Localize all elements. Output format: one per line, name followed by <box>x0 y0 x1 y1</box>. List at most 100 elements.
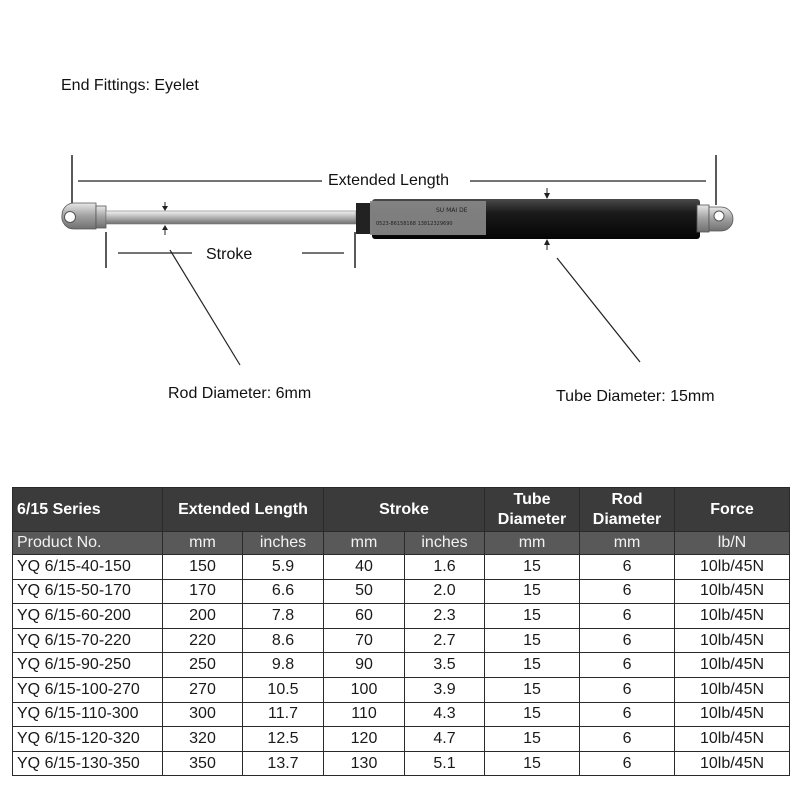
cell-force: 10lb/45N <box>674 652 791 678</box>
cell-stroke-inches: 3.9 <box>403 676 486 703</box>
cell-stroke-mm: 130 <box>323 750 405 777</box>
rod-diameter-leader <box>169 249 241 366</box>
cell-stroke-mm: 40 <box>323 554 405 580</box>
cell-ext-mm: 270 <box>162 676 243 703</box>
subheader-ext-inches: inches <box>242 531 324 555</box>
cell-product-no: YQ 6/15-130-350 <box>12 750 163 777</box>
cell-ext-mm: 320 <box>162 726 243 752</box>
cell-stroke-inches: 4.3 <box>403 701 486 728</box>
cell-ext-inches: 9.8 <box>242 652 324 678</box>
cell-product-no: YQ 6/15-70-220 <box>12 627 163 654</box>
table-header-row: 6/15 Series Extended Length Stroke Tube … <box>12 487 791 532</box>
cell-force: 10lb/45N <box>674 603 791 629</box>
cell-stroke-mm: 120 <box>323 726 405 752</box>
spec-table: 6/15 Series Extended Length Stroke Tube … <box>12 487 791 777</box>
cell-tube-mm: 15 <box>484 750 581 777</box>
tube-diameter-leader <box>556 257 641 363</box>
cell-rod-mm: 6 <box>579 554 676 580</box>
header-stroke: Stroke <box>322 487 486 532</box>
gas-spring-diagram: SU MAI DE 0523-86158168 13812329690 <box>61 155 734 366</box>
cell-tube-mm: 15 <box>484 554 581 580</box>
cell-ext-mm: 350 <box>162 750 243 777</box>
tube-diameter-arrows <box>544 188 550 250</box>
rod-diameter-label: Rod Diameter: 6mm <box>168 385 312 402</box>
header-extended-length: Extended Length <box>162 487 324 532</box>
header-tube-diameter-line2: Diameter <box>497 510 567 528</box>
subheader-tube-mm: mm <box>484 531 581 555</box>
cell-stroke-mm: 70 <box>323 627 405 654</box>
cell-rod-mm: 6 <box>579 750 676 777</box>
tube-print-line2: 0523-86158168 13812329690 <box>376 221 453 227</box>
cell-rod-mm: 6 <box>579 701 676 728</box>
piston-rod <box>105 210 357 225</box>
cell-tube-mm: 15 <box>484 701 581 728</box>
header-rod-diameter: Rod Diameter <box>579 487 676 532</box>
header-tube-diameter: Tube Diameter <box>484 487 581 532</box>
subheader-stroke-inches: inches <box>403 531 486 555</box>
cell-force: 10lb/45N <box>674 750 791 777</box>
cell-ext-mm: 150 <box>162 554 243 580</box>
cell-stroke-inches: 2.0 <box>403 578 486 605</box>
cell-stroke-inches: 1.6 <box>403 554 486 580</box>
cell-tube-mm: 15 <box>484 726 581 752</box>
cell-product-no: YQ 6/15-100-270 <box>12 676 163 703</box>
cell-force: 10lb/45N <box>674 627 791 654</box>
cell-stroke-mm: 100 <box>323 676 405 703</box>
cell-tube-mm: 15 <box>484 652 581 678</box>
tube-print-line1: SU MAI DE <box>436 207 468 214</box>
cell-tube-mm: 15 <box>484 676 581 703</box>
cell-ext-inches: 10.5 <box>242 676 324 703</box>
cell-ext-inches: 12.5 <box>242 726 324 752</box>
cell-stroke-mm: 50 <box>323 578 405 605</box>
subheader-force-unit: lb/N <box>674 531 791 555</box>
cell-rod-mm: 6 <box>579 627 676 654</box>
cell-ext-mm: 250 <box>162 652 243 678</box>
cell-rod-mm: 6 <box>579 652 676 678</box>
cell-product-no: YQ 6/15-90-250 <box>12 652 163 678</box>
cell-tube-mm: 15 <box>484 603 581 629</box>
tube-diameter-label: Tube Diameter: 15mm <box>556 388 715 405</box>
header-tube-diameter-line1: Tube <box>513 491 551 509</box>
end-fittings-label: End Fittings: Eyelet <box>61 77 199 94</box>
cell-product-no: YQ 6/15-110-300 <box>12 701 163 728</box>
cell-ext-inches: 7.8 <box>242 603 324 629</box>
cell-tube-mm: 15 <box>484 578 581 605</box>
cell-product-no: YQ 6/15-40-150 <box>12 554 163 580</box>
cell-force: 10lb/45N <box>674 554 791 580</box>
header-force: Force <box>674 487 791 532</box>
cell-force: 10lb/45N <box>674 578 791 605</box>
cell-rod-mm: 6 <box>579 578 676 605</box>
header-series: 6/15 Series <box>12 487 163 532</box>
cell-ext-inches: 6.6 <box>242 578 324 605</box>
cell-product-no: YQ 6/15-120-320 <box>12 726 163 752</box>
right-eyelet-fitting <box>696 204 734 233</box>
cell-ext-inches: 5.9 <box>242 554 324 580</box>
cell-rod-mm: 6 <box>579 676 676 703</box>
cell-ext-inches: 8.6 <box>242 627 324 654</box>
cell-stroke-inches: 2.7 <box>403 627 486 654</box>
cell-product-no: YQ 6/15-60-200 <box>12 603 163 629</box>
cell-stroke-inches: 5.1 <box>403 750 486 777</box>
cell-stroke-inches: 3.5 <box>403 652 486 678</box>
subheader-product-no: Product No. <box>12 531 163 555</box>
subheader-ext-mm: mm <box>162 531 243 555</box>
extended-length-label: Extended Length <box>328 172 449 189</box>
cell-ext-mm: 300 <box>162 701 243 728</box>
cell-ext-inches: 11.7 <box>242 701 324 728</box>
cell-force: 10lb/45N <box>674 701 791 728</box>
cell-rod-mm: 6 <box>579 726 676 752</box>
cell-stroke-inches: 2.3 <box>403 603 486 629</box>
cell-force: 10lb/45N <box>674 676 791 703</box>
cell-stroke-mm: 60 <box>323 603 405 629</box>
table-subheader-row: Product No. mm inches mm inches mm mm lb… <box>12 531 791 555</box>
subheader-rod-mm: mm <box>579 531 676 555</box>
